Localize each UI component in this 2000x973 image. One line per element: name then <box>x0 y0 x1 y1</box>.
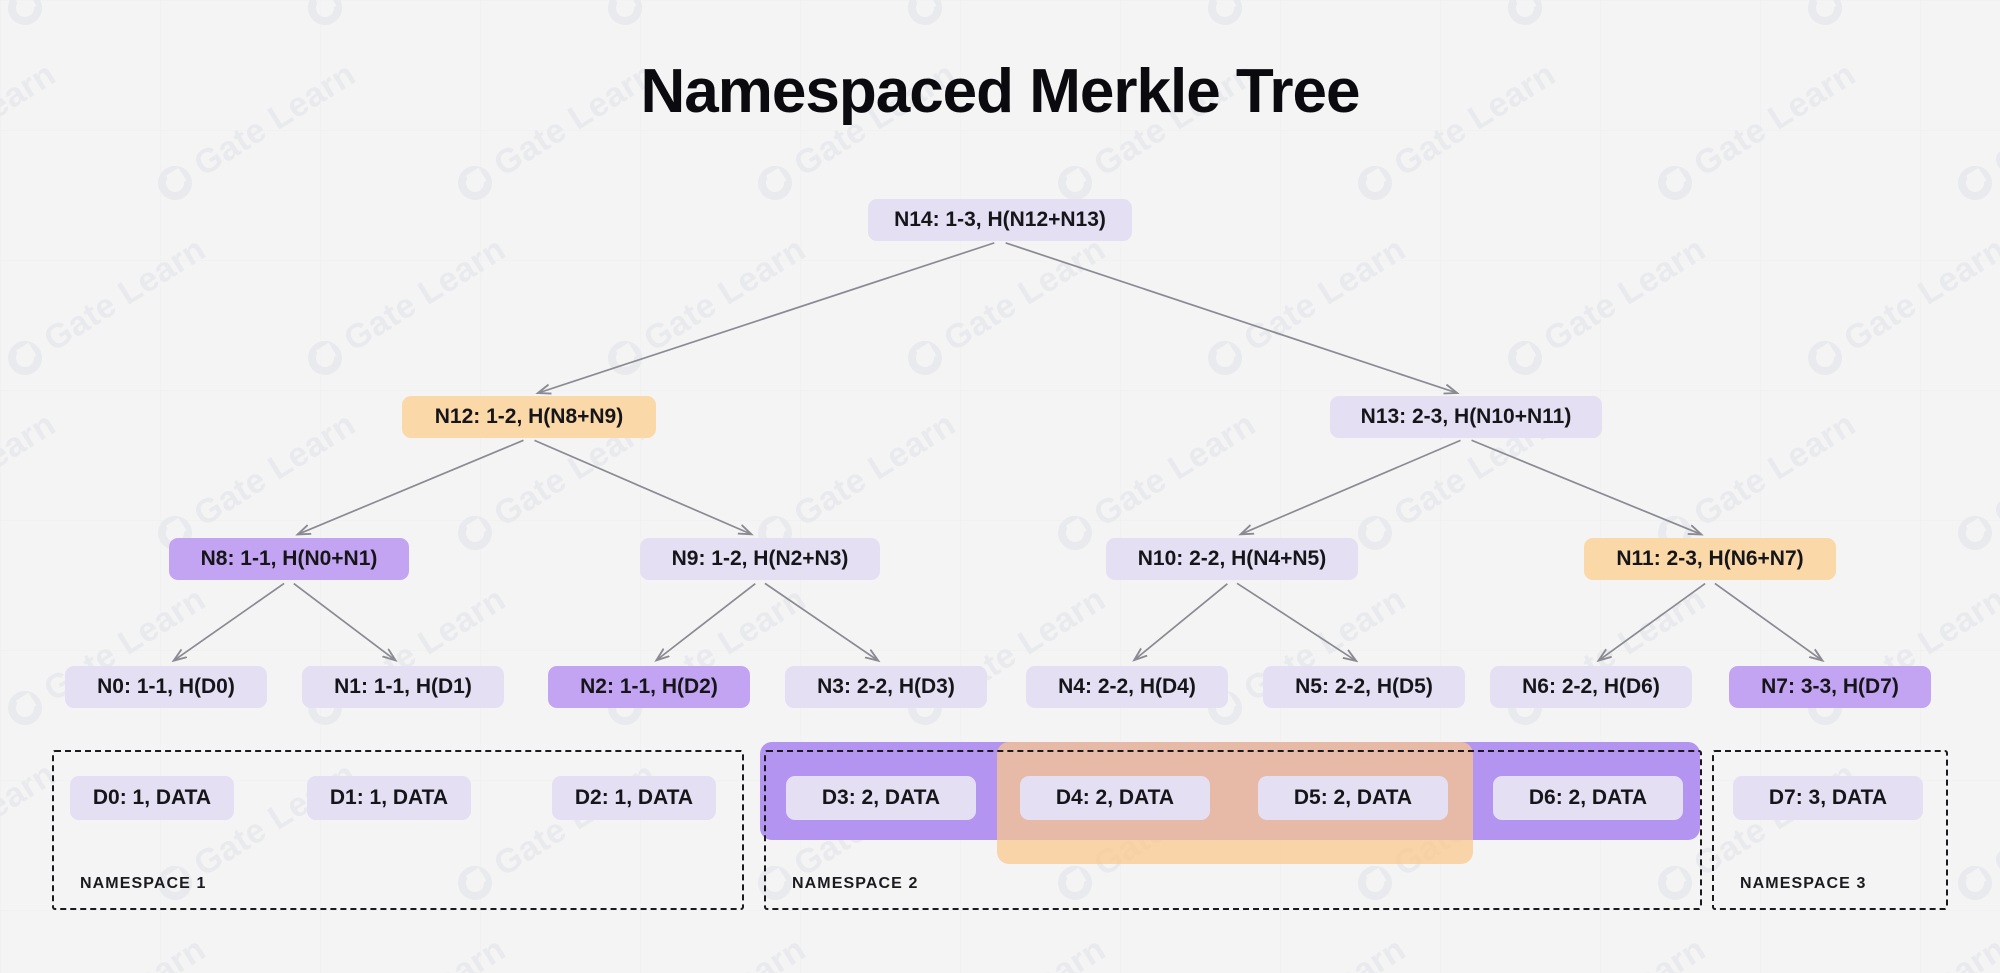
tree-node-n4[interactable]: N4: 2-2, H(D4) <box>1026 666 1228 708</box>
tree-node-n3[interactable]: N3: 2-2, H(D3) <box>785 666 987 708</box>
data-leaf-d1[interactable]: D1: 1, DATA <box>307 776 471 820</box>
page-title: Namespaced Merkle Tree <box>640 57 1361 126</box>
namespace-box-ns3 <box>1712 750 1948 910</box>
tree-node-n7[interactable]: N7: 3-3, H(D7) <box>1729 666 1931 708</box>
data-leaf-d3[interactable]: D3: 2, DATA <box>786 776 976 820</box>
tree-node-n11[interactable]: N11: 2-3, H(N6+N7) <box>1584 538 1836 580</box>
tree-node-n5[interactable]: N5: 2-2, H(D5) <box>1263 666 1465 708</box>
tree-node-n12[interactable]: N12: 1-2, H(N8+N9) <box>402 396 656 438</box>
data-leaf-d5[interactable]: D5: 2, DATA <box>1258 776 1448 820</box>
namespace-label: NAMESPACE 3 <box>1740 875 1867 892</box>
data-leaf-d2[interactable]: D2: 1, DATA <box>552 776 716 820</box>
tree-node-n13[interactable]: N13: 2-3, H(N10+N11) <box>1330 396 1602 438</box>
tree-node-n0[interactable]: N0: 1-1, H(D0) <box>65 666 267 708</box>
tree-node-n8[interactable]: N8: 1-1, H(N0+N1) <box>169 538 409 580</box>
data-leaf-d6[interactable]: D6: 2, DATA <box>1493 776 1683 820</box>
namespace-box-ns1 <box>52 750 744 910</box>
tree-node-n10[interactable]: N10: 2-2, H(N4+N5) <box>1106 538 1358 580</box>
data-leaf-d4[interactable]: D4: 2, DATA <box>1020 776 1210 820</box>
namespace-label: NAMESPACE 2 <box>792 875 919 892</box>
tree-node-n9[interactable]: N9: 1-2, H(N2+N3) <box>640 538 880 580</box>
data-leaf-d7[interactable]: D7: 3, DATA <box>1733 776 1923 820</box>
tree-node-n1[interactable]: N1: 1-1, H(D1) <box>302 666 504 708</box>
tree-node-n14[interactable]: N14: 1-3, H(N12+N13) <box>868 199 1132 241</box>
namespace-label: NAMESPACE 1 <box>80 875 207 892</box>
namespace-box-ns2 <box>764 750 1702 910</box>
tree-node-n2[interactable]: N2: 1-1, H(D2) <box>548 666 750 708</box>
tree-node-n6[interactable]: N6: 2-2, H(D6) <box>1490 666 1692 708</box>
data-leaf-d0[interactable]: D0: 1, DATA <box>70 776 234 820</box>
